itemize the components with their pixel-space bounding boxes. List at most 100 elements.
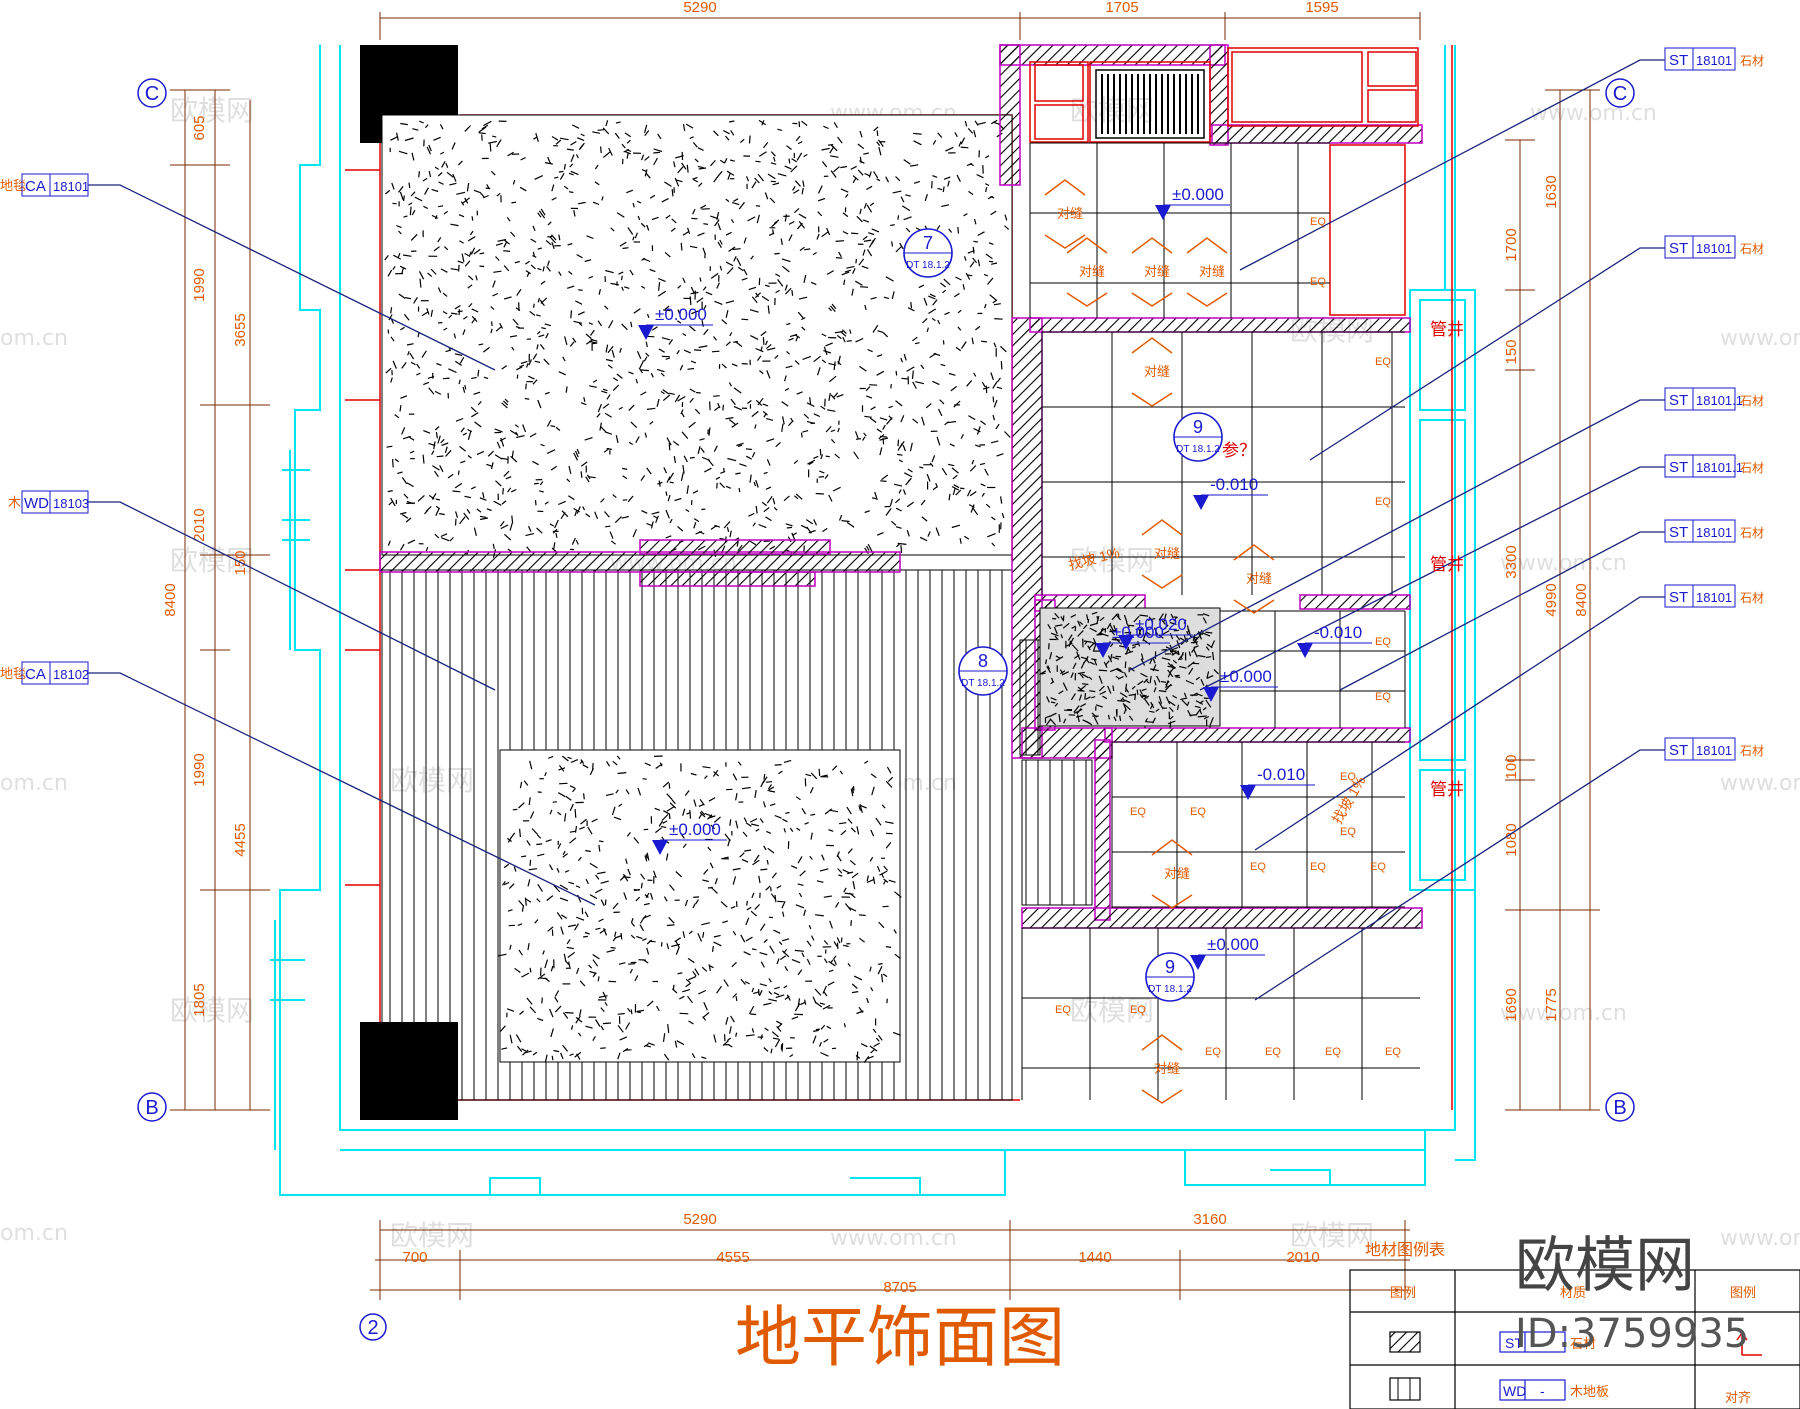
svg-text:18103: 18103 (53, 496, 89, 511)
center-mark: 对缝 (1044, 179, 1086, 249)
eq-label: EQ (1265, 1046, 1281, 1058)
vent-grille (1101, 74, 1199, 134)
svg-text:ST: ST (1669, 392, 1688, 409)
svg-text:C: C (1613, 83, 1627, 105)
svg-text:地毯: 地毯 (0, 666, 26, 681)
dimension-label: 1705 (1105, 0, 1138, 16)
dimension-label: 3300 (1503, 545, 1520, 578)
eq-label: EQ (1375, 636, 1391, 648)
svg-text:2: 2 (367, 1317, 378, 1339)
axis-marker-b-left: B (137, 1092, 167, 1122)
eq-label: EQ (1375, 691, 1391, 703)
center-mark: 对缝 (1233, 544, 1275, 614)
center-marks: 对缝对缝对缝对缝对缝对缝对缝对缝对缝 (1044, 179, 1275, 1104)
watermark-text: www.om.cn (1500, 1001, 1627, 1026)
watermark-text: 欧模网 (170, 994, 254, 1027)
material-tag-right: ST 18101 石材 (1664, 584, 1764, 608)
svg-text:对缝: 对缝 (1164, 866, 1190, 881)
legend-header: 图例 (1390, 1285, 1416, 1300)
dimension-label: 8400 (1573, 583, 1590, 616)
watermark-text: om.cn (0, 1221, 68, 1246)
brand-id: ID:3759935 (1515, 1311, 1749, 1357)
svg-text:18101: 18101 (1696, 241, 1732, 256)
eq-label: EQ (1310, 276, 1326, 288)
eq-label: EQ (1130, 806, 1146, 818)
svg-text:7: 7 (923, 233, 933, 253)
svg-text:DT 18.1.2: DT 18.1.2 (1148, 984, 1192, 995)
svg-text:B: B (145, 1097, 158, 1119)
legend-code: WD (1503, 1383, 1526, 1399)
svg-text:WD: WD (24, 495, 49, 512)
dimension-label: 1690 (1503, 988, 1520, 1021)
center-mark: 对缝 (1186, 237, 1228, 307)
material-tag-left: 木 WD 18103 (8, 490, 89, 514)
svg-text:石材: 石材 (1740, 242, 1764, 256)
dimension-label: 1775 (1543, 988, 1560, 1021)
svg-text:ST: ST (1669, 240, 1688, 257)
eq-label: EQ (1205, 1046, 1221, 1058)
watermark-text: om.cn (0, 771, 68, 796)
level-marker: -0.010 (1193, 475, 1268, 510)
eq-label: EQ (1250, 861, 1266, 873)
dimension-label: 1805 (191, 983, 208, 1016)
watermark-text: www.om.cn (1530, 101, 1657, 126)
svg-text:8: 8 (978, 651, 988, 671)
svg-text:ST: ST (1669, 589, 1688, 606)
shaft-label: 管井 (1430, 555, 1464, 574)
kitchen-counter (1029, 47, 1419, 316)
axis-marker-c-left: C (137, 78, 167, 108)
dimension-label: 3160 (1193, 1211, 1226, 1228)
svg-text:18101: 18101 (1696, 590, 1732, 605)
svg-text:CA: CA (25, 666, 46, 683)
watermark-text: www.om.cn (1720, 326, 1800, 351)
dimension-label: 5290 (683, 0, 716, 16)
svg-text:对缝: 对缝 (1144, 364, 1170, 379)
svg-text:18101: 18101 (53, 179, 89, 194)
svg-text:18101: 18101 (1696, 525, 1732, 540)
eq-label: EQ (1055, 1004, 1071, 1016)
svg-text:ST: ST (1669, 524, 1688, 541)
svg-text:地毯: 地毯 (0, 178, 26, 193)
legend-material: 木地板 (1570, 1384, 1609, 1399)
brand-watermark: 欧模网 (1515, 1231, 1695, 1301)
center-mark: 对缝 (1066, 237, 1108, 307)
level-marker: ±0.000 (652, 820, 727, 855)
dimension-label: 605 (191, 115, 208, 140)
legend-dash: - (1540, 1383, 1545, 1399)
svg-text:石材: 石材 (1740, 591, 1764, 605)
shaft-label: 管井 (1430, 320, 1464, 339)
watermark-text: 欧模网 (390, 1219, 474, 1252)
level-marker: ±0.020 (1118, 615, 1193, 650)
svg-text:-0.010: -0.010 (1257, 765, 1305, 784)
eq-label: EQ (1375, 356, 1391, 368)
legend-material: 石材 (1570, 1336, 1596, 1351)
material-tag-right: ST 18101 石材 (1664, 235, 1764, 259)
watermark-text: 欧模网 (1070, 994, 1154, 1027)
svg-text:DT 18.1.2: DT 18.1.2 (1176, 444, 1220, 455)
center-mark: 对缝 (1141, 519, 1183, 589)
axis-marker-2: 2 (359, 1313, 387, 1341)
svg-text:±0.000: ±0.000 (1220, 667, 1272, 686)
svg-text:C: C (145, 83, 159, 105)
svg-text:石材: 石材 (1740, 526, 1764, 540)
svg-text:±0.000: ±0.000 (1172, 185, 1224, 204)
level-marker: ±0.000 (1190, 935, 1265, 970)
dimension-label: 1630 (1543, 175, 1560, 208)
svg-text:18101.1: 18101.1 (1696, 393, 1743, 408)
dimension-label: 4455 (232, 823, 249, 856)
svg-text:对缝: 对缝 (1154, 1061, 1180, 1076)
watermark-text: 欧模网 (1290, 1219, 1374, 1252)
legend-code: ST (1505, 1335, 1523, 1351)
center-mark: 对缝 (1141, 1034, 1183, 1104)
query-note: 参？ (1222, 441, 1256, 460)
dimension-label: 3655 (232, 313, 249, 346)
eq-label: EQ (1325, 1046, 1341, 1058)
legend-header: 材质 (1560, 1285, 1586, 1300)
level-marker: ±0.000 (1203, 667, 1278, 702)
section-bubble: 7DT 18.1.2 (903, 228, 953, 278)
svg-text:B: B (1613, 1097, 1626, 1119)
level-marker: -0.010 (1240, 765, 1315, 800)
